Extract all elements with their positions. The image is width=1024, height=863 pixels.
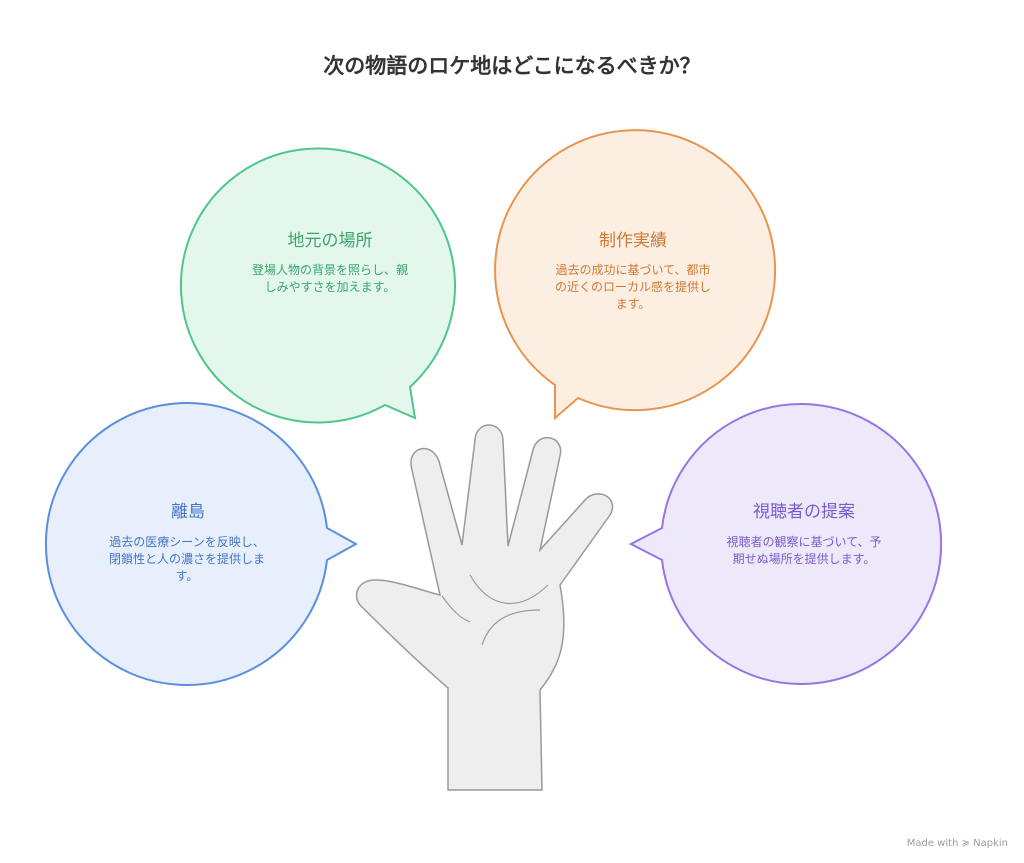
viewer-suggestion-title: 視聴者の提案 [753,502,855,522]
bubble-remote-island [44,402,359,686]
hand-illustration [355,424,614,791]
napkin-watermark: Made with ≽ Napkin [906,838,1008,849]
remote-island-title: 離島 [171,502,205,522]
production-record-title: 制作実績 [599,231,667,251]
bubble-production-record [494,129,777,421]
bubble-local-places [180,147,456,424]
hand-outline [355,424,614,791]
local-places-description: 登場人物の背景を照らし、親しみやすさを加えます。 [251,263,408,294]
palm-line [469,574,549,605]
bubble-viewer-suggestion [628,403,943,685]
palm-line [441,595,471,623]
remote-island-description: 過去の医療シーンを反映し、閉鎖性と人の濃さを提供します。 [108,535,265,583]
production-record-description: 過去の成功に基づいて、都市の近くのローカル感を提供します。 [554,263,711,311]
palm-line [481,609,541,646]
page-title: 次の物語のロケ地はどこになるべきか？ [323,54,701,78]
local-places-title: 地元の場所 [287,231,373,251]
viewer-suggestion-description: 視聴者の観察に基づいて、予期せぬ場所を提供します。 [726,535,882,566]
